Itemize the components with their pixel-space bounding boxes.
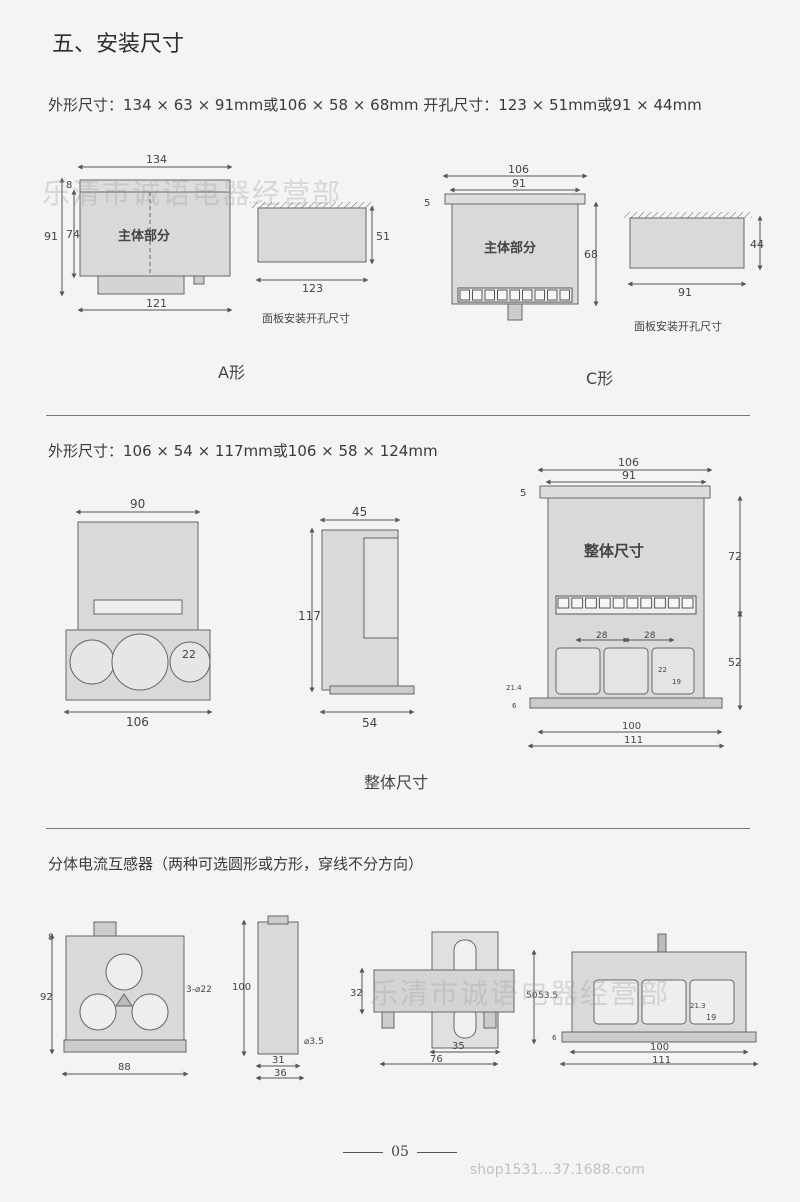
terminal-screw (654, 597, 666, 609)
dim-ct-6: 6 (552, 1034, 557, 1042)
dim-ct-8: 8 (48, 933, 54, 943)
dim-a-121: 121 (146, 297, 167, 310)
terminal-screw (472, 289, 483, 301)
dim-ct-31: 31 (272, 1055, 285, 1066)
dim-a-134: 134 (146, 153, 167, 166)
dim-ct-76: 76 (430, 1054, 443, 1065)
page-footer: 05 (0, 1144, 800, 1160)
dim-ct-92: 92 (40, 992, 53, 1003)
dim-ct-50: 50 (526, 991, 538, 1001)
dim-ir-28a: 28 (596, 631, 608, 641)
type-c-cutout-caption: 面板安装开孔尺寸 (634, 319, 722, 333)
terminal-screw (667, 597, 680, 609)
dim-c-106: 106 (508, 163, 529, 176)
terminal-screw (484, 289, 495, 301)
dim-ct-holes: 3-⌀22 (186, 985, 212, 995)
dim-ir-28b: 28 (644, 631, 656, 641)
dim-int-hole-22: 22 (182, 648, 196, 661)
terminal-screw (598, 597, 611, 609)
terminal-screw (497, 289, 508, 301)
ct-square-view: 50 53.5 21.3 19 6 100 111 (526, 933, 759, 1067)
watermark-top: 乐清市诚语电器经营部 (42, 177, 343, 210)
page-number: 05 (391, 1144, 409, 1160)
terminal-screw (571, 597, 584, 609)
dim-ir-19: 19 (672, 678, 681, 686)
terminal-screw (509, 289, 520, 301)
type-a-cutout-caption: 面板安装开孔尺寸 (262, 311, 350, 325)
terminal-screw (522, 289, 533, 301)
terminal-screw (626, 597, 639, 609)
dim-c-5: 5 (424, 198, 430, 209)
type-c-label: C形 (586, 369, 613, 388)
terminal-screw (681, 597, 694, 609)
watermark-bottom: 乐清市诚语电器经营部 (370, 977, 671, 1010)
type-a-drawing: 主体部分 134 91 74 8 121 123 51 面板安装开孔尺寸 A形 (44, 153, 390, 382)
terminal-screw (640, 597, 653, 609)
dim-a-91: 91 (44, 230, 58, 243)
section-heading: 五、安装尺寸 (52, 32, 185, 57)
divider-1 (46, 415, 750, 416)
terminal-screw (559, 289, 570, 301)
terminal-screw (557, 597, 570, 609)
dim-c-44: 44 (750, 238, 764, 251)
terminal-screw (459, 289, 470, 301)
dim-ir-72: 72 (728, 550, 742, 563)
type-c-body-text: 主体部分 (484, 240, 536, 256)
terminal-screw (547, 289, 558, 301)
dim-ir-91: 91 (622, 469, 636, 482)
dim-ir-106: 106 (618, 456, 639, 469)
type-a-label: A形 (218, 363, 245, 382)
dim-int-90: 90 (130, 497, 145, 511)
dim-ct-35: 35 (452, 1041, 465, 1052)
integral-right-title: 整体尺寸 (584, 542, 644, 560)
dim-ir-6: 6 (512, 702, 517, 710)
ct-side-view: 100 ⌀3.5 31 36 (232, 915, 324, 1081)
dim-ct-sq-100: 100 (650, 1042, 669, 1053)
dim-ct-100: 100 (232, 982, 251, 993)
divider-2 (46, 828, 750, 829)
dim-ct-88: 88 (118, 1062, 131, 1073)
ct-section-title: 分体电流互感器（两种可选圆形或方形，穿线不分方向） (48, 855, 424, 873)
integral-caption: 整体尺寸 (364, 773, 428, 792)
dim-ir-5: 5 (520, 488, 526, 499)
integral-side-view: 45 117 54 (298, 505, 415, 730)
dim-c-68: 68 (584, 248, 598, 261)
dim-c-91: 91 (512, 177, 526, 190)
terminal-screw (534, 289, 545, 301)
spec-line-1: 外形尺寸：134 × 63 × 91mm或106 × 58 × 68mm 开孔尺… (48, 96, 702, 114)
dim-ct-sq-111: 111 (652, 1055, 671, 1066)
url-watermark: shop1531...37.1688.com (470, 1162, 645, 1178)
dim-c-cut-91: 91 (678, 286, 692, 299)
type-a-body-text: 主体部分 (118, 228, 170, 244)
dim-int-54: 54 (362, 716, 377, 730)
spec-line-2: 外形尺寸：106 × 54 × 117mm或106 × 58 × 124mm (48, 442, 438, 460)
dim-a-74: 74 (66, 228, 80, 241)
dim-ir-100: 100 (622, 721, 641, 732)
terminal-screw (612, 597, 625, 609)
dim-ir-111: 111 (624, 735, 643, 746)
dim-ct-53-5: 53.5 (538, 991, 558, 1001)
dim-ct-21-3: 21.3 (690, 1002, 706, 1010)
dim-ir-21-4: 21.4 (506, 684, 522, 692)
dim-int-45: 45 (352, 505, 367, 519)
type-c-drawing: 主体部分 106 91 5 68 91 44 面板安装开孔尺寸 C形 (424, 163, 764, 388)
footer-dash-left (343, 1151, 384, 1153)
dim-ir-52: 52 (728, 656, 742, 669)
dim-ir-22: 22 (658, 666, 667, 674)
ct-front-view: 3-⌀22 8 92 88 (40, 921, 212, 1077)
dim-ct-32: 32 (350, 988, 363, 999)
dim-int-117: 117 (298, 609, 321, 623)
integral-front-view: 22 90 106 (63, 497, 213, 729)
dim-ct-36: 36 (274, 1068, 287, 1079)
dim-int-106: 106 (126, 715, 149, 729)
terminal-screw (585, 597, 597, 609)
dim-a-123: 123 (302, 282, 323, 295)
dim-ct-19: 19 (706, 1013, 716, 1022)
ct-rail-view: 32 35 76 (350, 931, 515, 1067)
dim-a-8: 8 (66, 180, 72, 191)
dim-a-51: 51 (376, 230, 390, 243)
footer-dash-right (416, 1151, 457, 1153)
dim-ct-3-5: ⌀3.5 (304, 1037, 324, 1047)
